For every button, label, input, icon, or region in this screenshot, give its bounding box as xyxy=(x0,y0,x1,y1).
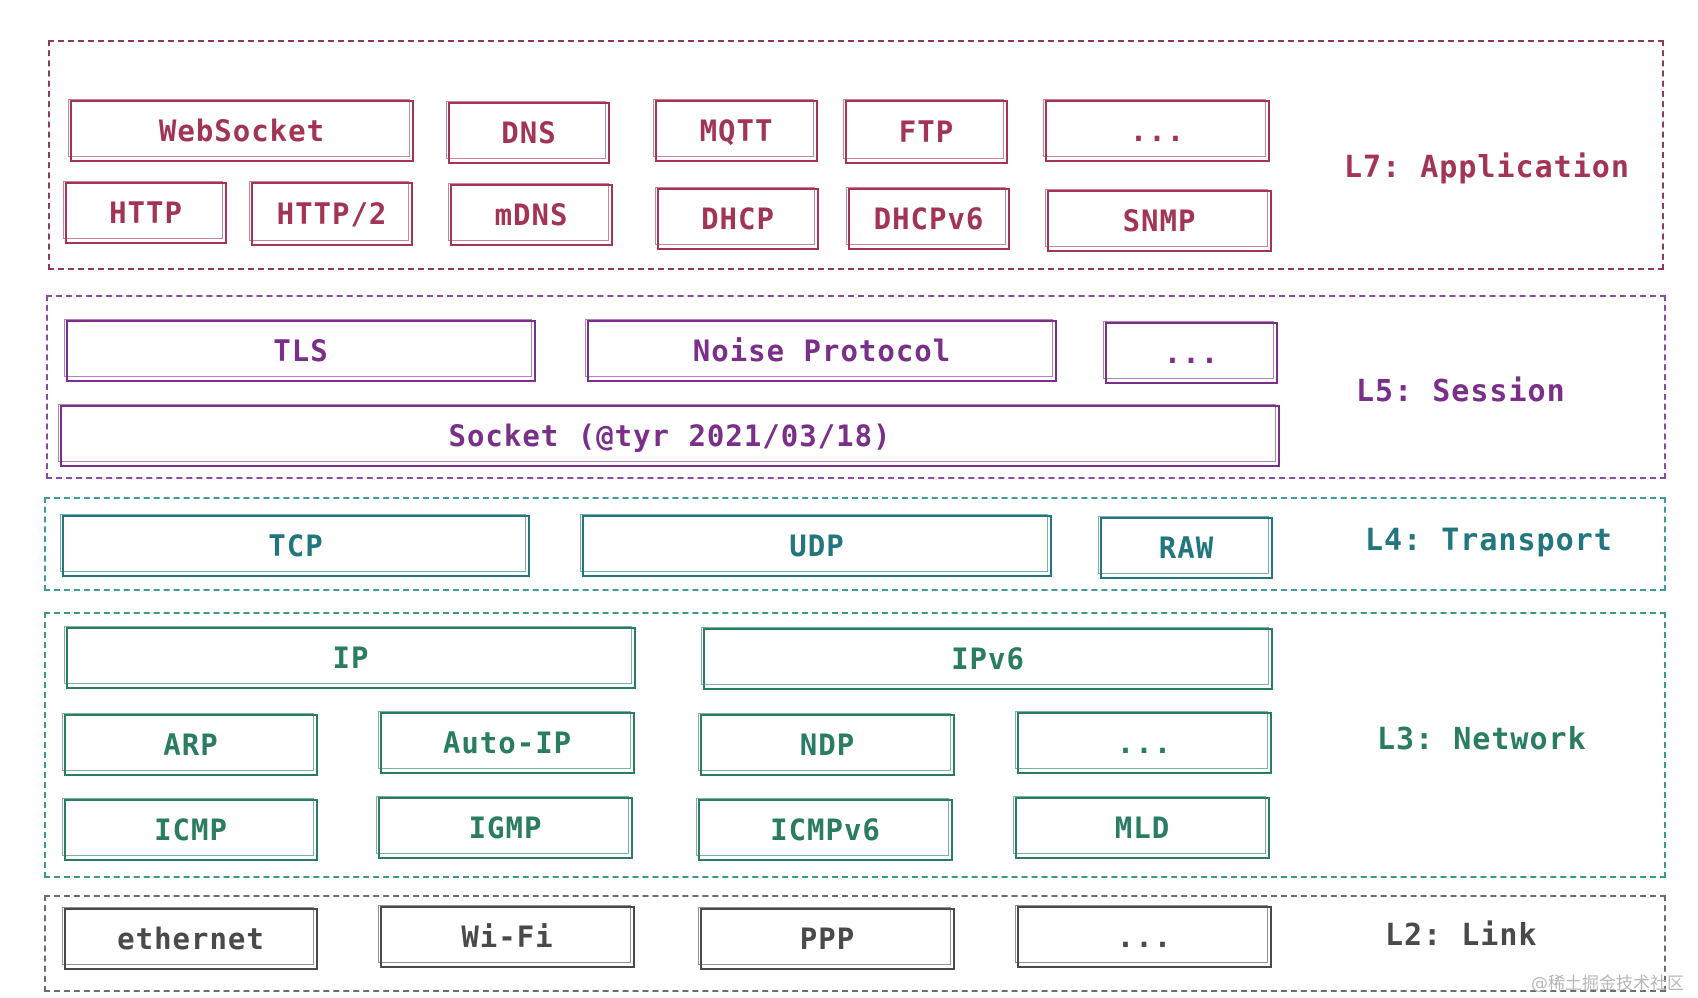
layer-network xyxy=(44,612,1666,878)
protocol-http2: HTTP/2 xyxy=(249,181,413,246)
protocol-ndp: NDP xyxy=(698,713,955,776)
protocol-ethernet: ethernet xyxy=(62,907,318,970)
watermark: @稀土掘金技术社区 xyxy=(1531,974,1684,994)
layer-label-application: L7: Application xyxy=(1344,150,1630,185)
protocol-dhcp: DHCP xyxy=(655,187,819,250)
layer-transport xyxy=(44,497,1666,591)
protocol-ip: IP xyxy=(64,626,636,689)
protocol-mqtt: MQTT xyxy=(653,99,818,162)
protocol-raw: RAW xyxy=(1098,516,1273,579)
protocol-ppp: PPP xyxy=(698,907,955,970)
protocol-socket: Socket (@tyr 2021/03/18) xyxy=(58,404,1280,467)
protocol-snmp: SNMP xyxy=(1045,189,1272,252)
protocol-igmp: IGMP xyxy=(376,796,633,859)
protocol-websocket: WebSocket xyxy=(68,99,414,162)
protocol-noise: Noise Protocol xyxy=(585,319,1057,382)
protocol-autoip: Auto-IP xyxy=(378,711,635,774)
protocol-mld: MLD xyxy=(1013,796,1270,859)
layer-application xyxy=(48,40,1664,270)
layer-label-network: L3: Network xyxy=(1377,722,1587,757)
layer-label-transport: L4: Transport xyxy=(1365,523,1613,558)
layer-link xyxy=(44,895,1666,992)
protocol-ellipsis: ... xyxy=(1043,99,1270,162)
protocol-ipv6: IPv6 xyxy=(701,627,1273,690)
layer-label-link: L2: Link xyxy=(1385,918,1538,953)
protocol-wifi: Wi-Fi xyxy=(378,905,635,968)
protocol-tcp: TCP xyxy=(60,514,530,577)
protocol-icmpv6: ICMPv6 xyxy=(696,798,953,861)
layer-label-session: L5: Session xyxy=(1356,374,1566,409)
protocol-http: HTTP xyxy=(63,181,227,244)
protocol-ellipsis: ... xyxy=(1103,321,1278,384)
layer-session xyxy=(46,295,1666,479)
protocol-tls: TLS xyxy=(64,319,536,382)
protocol-arp: ARP xyxy=(62,713,318,776)
protocol-ftp: FTP xyxy=(843,99,1008,164)
protocol-ellipsis: ... xyxy=(1015,905,1272,968)
protocol-ellipsis: ... xyxy=(1015,711,1272,774)
protocol-dns: DNS xyxy=(446,101,610,164)
protocol-udp: UDP xyxy=(580,514,1052,577)
protocol-dhcpv6: DHCPv6 xyxy=(846,187,1010,250)
protocol-icmp: ICMP xyxy=(62,798,318,861)
protocol-mdns: mDNS xyxy=(448,183,613,246)
